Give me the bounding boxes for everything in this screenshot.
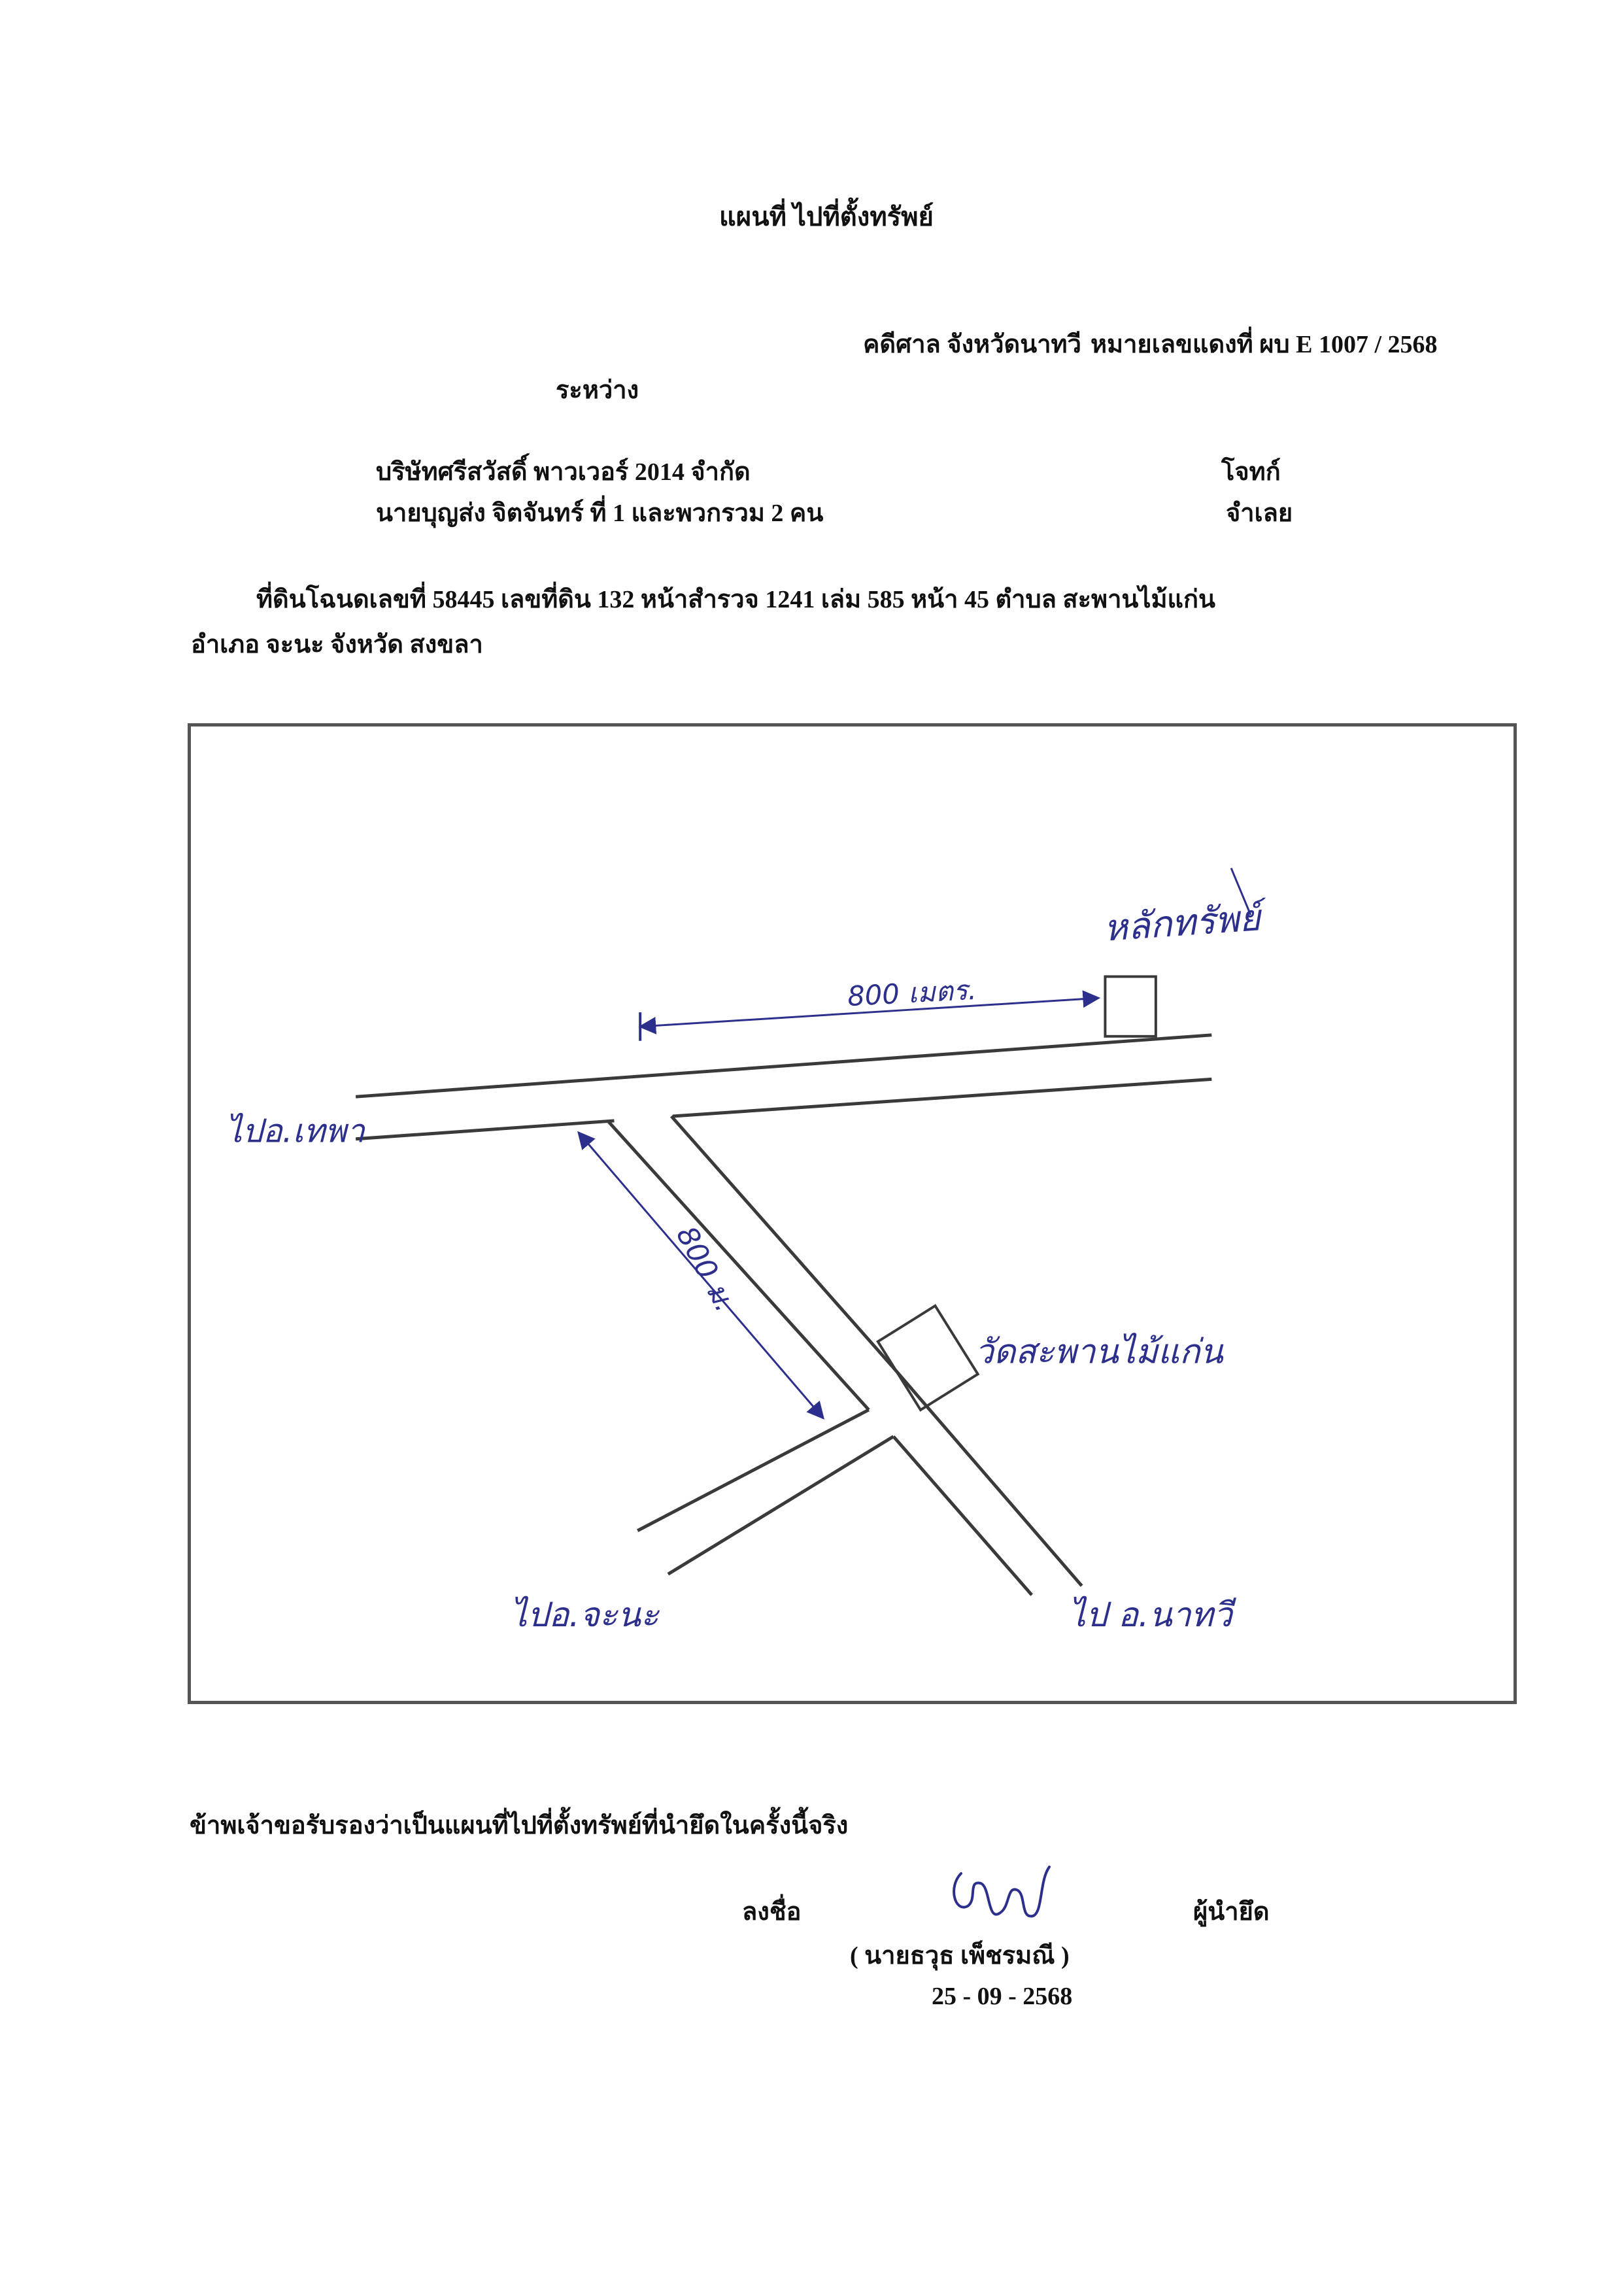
label-property-flourish <box>1230 867 1252 915</box>
label-distance-top: 800 เมตร. <box>847 974 977 1012</box>
land-description-line2: อำเภอ จะนะ จังหวัด สงขลา <box>191 631 483 658</box>
court-name: คดีศาล จังหวัดนาทวี <box>863 331 1081 358</box>
case-number: หมายเลขแดงที่ ผบ E 1007 / 2568 <box>1091 331 1438 358</box>
signer-role: ผู้นำยึด <box>1193 1898 1270 1926</box>
map-drawing: หลักทรัพย์ 800 เมตร. ไปอ.เทพา 800 ม. วัด… <box>226 867 1269 1635</box>
diagonal-road-left-edge-lower <box>892 1435 1034 1596</box>
defendant-role: จำเลย <box>1226 500 1293 527</box>
between-label: ระหว่าง <box>556 377 639 404</box>
branch-road-upper-edge <box>637 1408 870 1532</box>
handwritten-signature <box>953 1866 1051 1918</box>
sign-date: 25 - 09 - 2568 <box>932 1983 1073 2010</box>
label-distance-diagonal: 800 ม. <box>669 1221 742 1318</box>
branch-road-lower-edge <box>667 1435 894 1576</box>
diagonal-road-left-edge <box>606 1119 870 1411</box>
certification-statement: ข้าพเจ้าขอรับรองว่าเป็นแผนที่ไปที่ตั้งทร… <box>190 1812 849 1839</box>
distance-arrow-top <box>638 990 1101 1034</box>
main-road-bottom-edge-right <box>672 1077 1212 1118</box>
document-title: แผนที่ ไปที่ตั้งทรัพย์ <box>719 202 934 231</box>
main-road-bottom-edge-left <box>355 1119 615 1141</box>
land-description-line1: ที่ดินโฉนดเลขที่ 58445 เลขที่ดิน 132 หน้… <box>256 586 1216 613</box>
diagonal-road-right-edge-lower <box>890 1365 1083 1587</box>
temple-marker <box>876 1304 980 1412</box>
defendant-name: นายบุญส่ง จิตจันทร์ ที่ 1 และพวกรวม 2 คน <box>376 500 824 527</box>
label-to-nathawi: ไป อ.นาทวี <box>1069 1596 1237 1635</box>
plaintiff-role: โจทก์ <box>1221 458 1281 486</box>
property-marker <box>1104 975 1157 1038</box>
main-road-top-edge <box>355 1033 1212 1099</box>
sign-label: ลงชื่อ <box>742 1898 802 1926</box>
label-to-chana: ไปอ.จะนะ <box>511 1596 660 1635</box>
label-temple: วัดสะพานไม้แก่น <box>975 1332 1225 1371</box>
label-to-thepha: ไปอ.เทพา <box>226 1112 366 1150</box>
label-property: หลักทรัพย์ <box>1102 896 1269 949</box>
map-frame: หลักทรัพย์ 800 เมตร. ไปอ.เทพา 800 ม. วัด… <box>188 723 1517 1704</box>
signer-name: ( นายธวุธ เพ็ชรมณี ) <box>850 1942 1070 1970</box>
distance-arrow-diagonal <box>577 1131 825 1420</box>
plaintiff-name: บริษัทศรีสวัสดิ์ พาวเวอร์ 2014 จำกัด <box>376 458 751 486</box>
